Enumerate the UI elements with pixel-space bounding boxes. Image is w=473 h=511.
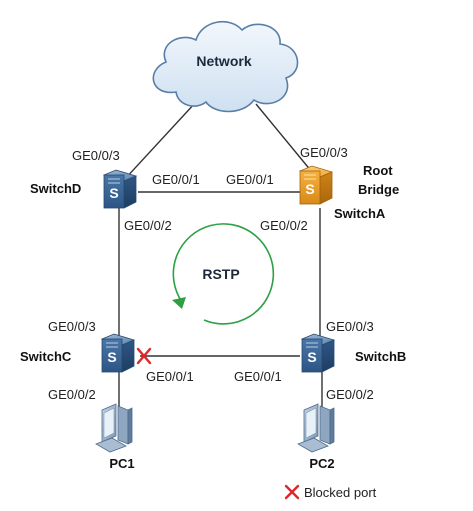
circular-arrow-icon	[172, 223, 275, 325]
rstp-cycle: RSTP	[172, 223, 275, 325]
network-cloud: Network	[152, 21, 299, 113]
switchD: SwitchD GE0/0/3 GE0/0/1 GE0/0/2	[30, 148, 200, 233]
link-switchD-network	[123, 101, 197, 181]
switchB-port-up: GE0/0/3	[326, 319, 374, 334]
switchB: SwitchB GE0/0/3 GE0/0/1 GE0/0/2	[234, 319, 406, 402]
switchD-name: SwitchD	[30, 181, 81, 196]
switchA-port-left: GE0/0/1	[226, 172, 274, 187]
pc1: PC1	[95, 403, 135, 471]
switchB-port-down: GE0/0/2	[326, 387, 374, 402]
pc1-name: PC1	[109, 456, 134, 471]
circular-arrow-head	[172, 297, 186, 309]
switchA-port-down: GE0/0/2	[260, 218, 308, 233]
switchC: SwitchC GE0/0/3 GE0/0/1 GE0/0/2	[20, 319, 194, 402]
pc-icon	[95, 403, 133, 453]
legend-blocked-port-label: Blocked port	[304, 485, 377, 500]
legend-blocked-x-icon	[284, 484, 300, 500]
switchC-port-right: GE0/0/1	[146, 369, 194, 384]
pc2-name: PC2	[309, 456, 334, 471]
links	[118, 101, 323, 410]
rstp-label: RSTP	[202, 266, 239, 282]
blocked-x-icon	[136, 347, 152, 365]
switch-icon	[299, 165, 333, 205]
pc2: PC2	[297, 403, 335, 471]
switchD-port-down: GE0/0/2	[124, 218, 172, 233]
pc-icon	[297, 403, 335, 453]
switchA-role-line2: Bridge	[358, 182, 399, 197]
switchB-name: SwitchB	[355, 349, 406, 364]
legend: Blocked port	[284, 484, 377, 500]
switchA-role-line1: Root	[363, 163, 393, 178]
switch-icon	[101, 333, 135, 373]
switchA: Root Bridge SwitchA GE0/0/3 GE0/0/1 GE0/…	[226, 145, 399, 233]
switch-icon	[103, 169, 137, 209]
switchC-port-down: GE0/0/2	[48, 387, 96, 402]
link-switchA-network	[255, 103, 313, 173]
switchB-port-left: GE0/0/1	[234, 369, 282, 384]
switchD-port-up: GE0/0/3	[72, 148, 120, 163]
switch-icon	[301, 333, 335, 373]
switchA-port-up: GE0/0/3	[300, 145, 348, 160]
switchD-port-right: GE0/0/1	[152, 172, 200, 187]
network-label: Network	[196, 53, 251, 69]
cloud-icon	[152, 21, 299, 113]
switchA-name: SwitchA	[334, 206, 386, 221]
switchC-port-up: GE0/0/3	[48, 319, 96, 334]
switchC-name: SwitchC	[20, 349, 72, 364]
